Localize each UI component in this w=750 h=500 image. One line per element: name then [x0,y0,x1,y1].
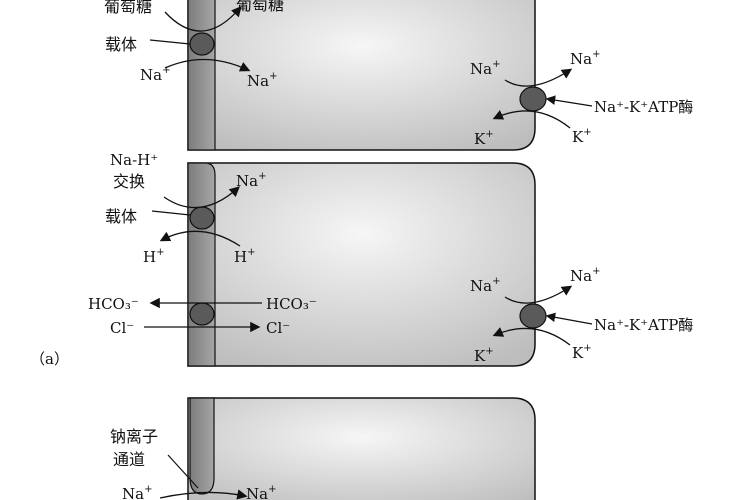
cell-2-hco3-in-label: HCO₃⁻ [266,295,317,313]
cell-3-body [187,397,536,500]
cell-2-pump-k-out-label: K+ [572,343,592,362]
cell-1-carrier-label: 载体 [105,35,137,54]
cell-1-na-arrow [164,58,251,72]
cell-2-exchanger-label-2: 交换 [113,172,145,191]
cell-1-brush-border [187,0,216,151]
cell-1-na-out-label: Na+ [140,65,170,84]
cell-2-cl-out-label: Cl⁻ [110,319,134,337]
cell-1-pump-label: Na⁺-K⁺ATP酶 [594,98,693,116]
cell-1-pump-na-out-label: Na+ [570,49,600,68]
cell-2-pump-na-out-label: Na+ [570,266,600,285]
cell-2: Na-H⁺ 交换 载体 Na+ H+ H+ HCO₃⁻ HCO₃⁻ Cl⁻ Cl… [88,151,693,367]
cell-2-pump-pointer [545,312,593,325]
cell-1-glucose-arrow [164,6,242,32]
cell-2-carrier-bottom [189,302,215,326]
cell-3-na-arrow [159,489,248,500]
cell-2-hco3-out-label: HCO₃⁻ [88,295,139,313]
cell-1-body [187,0,536,151]
cell-2-exchanger-label-1: Na-H⁺ [110,151,158,169]
cell-3-channel-label-2: 通道 [113,450,145,469]
cell-2-body [187,162,536,367]
cell-2-pump-na-arrow [504,285,573,304]
cell-3-na-out-label: Na+ [122,484,152,500]
cell-1-na-in-label: Na+ [247,71,277,90]
cell-2-h-arrow [159,230,241,247]
cell-1-carrier [189,32,215,56]
cell-2-pump [519,303,547,329]
cell-1-pump-pointer [545,95,593,107]
cell-3: 钠离子 通道 Na+ Na+ [110,397,536,500]
cell-3-channel-pointer [167,454,199,489]
cell-1-pump-na-arrow [504,68,573,87]
cell-1-glucose-in-label: 葡萄糖 [236,0,284,14]
cell-2-na-in-label: Na+ [236,171,266,190]
cell-2-exchanger-pointer [151,210,191,216]
cell-2-carrier-label: 载体 [105,207,137,226]
cell-1-pump [519,86,547,112]
cell-3-channel [189,397,215,495]
cell-1-pump-k-in-label: K+ [474,129,494,148]
cell-3-channel-label-1: 钠离子 [110,427,158,446]
cell-1-pump-na-in-label: Na+ [470,59,500,78]
cell-2-cl-in-label: Cl⁻ [266,319,290,337]
cell-1-glucose-out-label: 葡萄糖 [104,0,152,16]
cell-2-brush-border [187,162,216,367]
panel-a-label: （a） [30,350,69,368]
cell-2-pump-na-in-label: Na+ [470,276,500,295]
cell-2-pump-k-arrow [492,327,571,346]
cell-2-pump-k-in-label: K+ [474,346,494,365]
cell-2-na-arrow [163,186,240,209]
cell-3-na-in-label: Na+ [246,484,276,500]
cell-2-pump-label: Na⁺-K⁺ATP酶 [594,316,693,334]
cell-1: 葡萄糖 葡萄糖 载体 Na+ Na+ Na+ Na+ Na⁺-K⁺ATP酶 K+… [104,0,693,151]
cell-2-h-out-label: H+ [143,247,164,266]
cell-2-h-in-label: H+ [234,247,255,266]
cell-2-carrier-top [189,206,215,230]
cell-1-carrier-pointer [149,39,191,45]
cell-1-pump-k-arrow [492,110,571,129]
cell-1-pump-k-out-label: K+ [572,127,592,146]
